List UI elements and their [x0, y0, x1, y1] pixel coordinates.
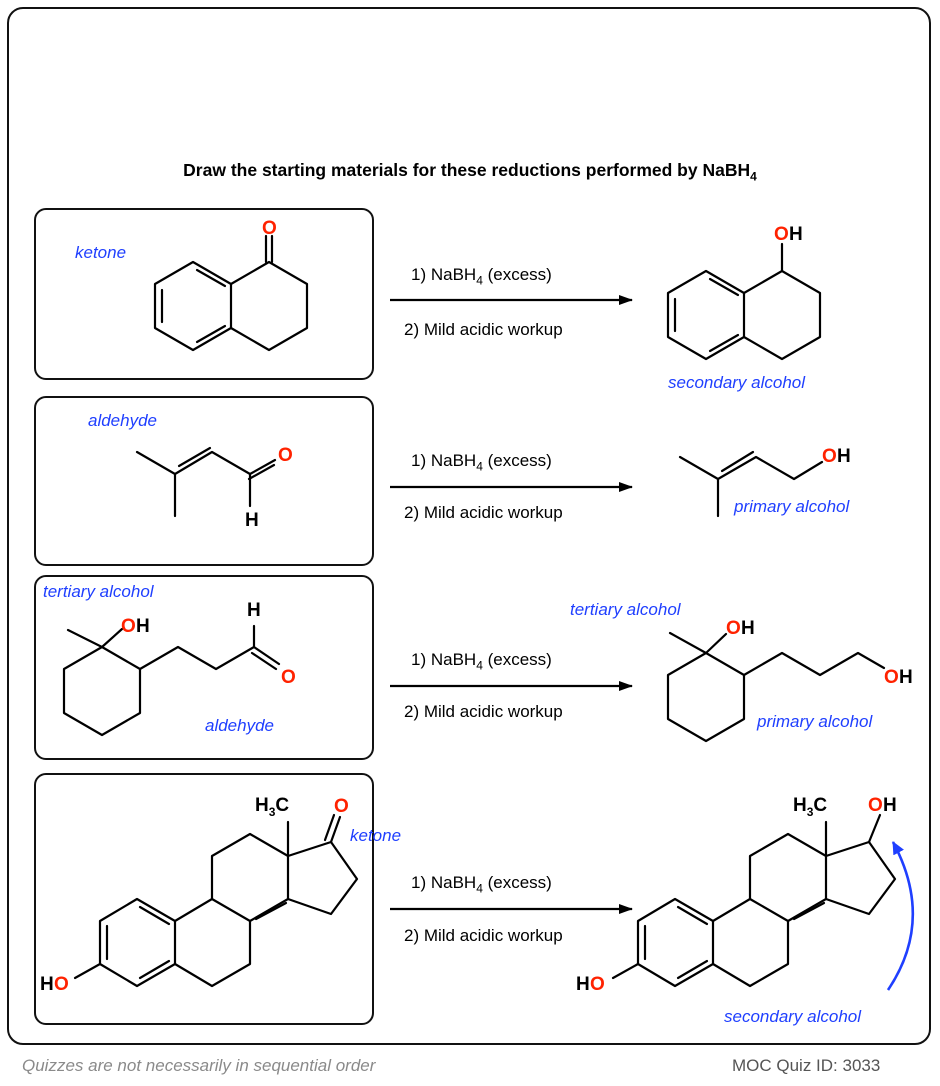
row3-product-structure [666, 631, 886, 743]
answer-box-3[interactable] [34, 575, 374, 760]
row4-reagent-2: 2) Mild acidic workup [404, 926, 563, 945]
row4-product-phenol-oxygen: O [590, 974, 605, 995]
row1-ketone-oxygen: O [262, 218, 277, 239]
page-title: Draw the starting materials for these re… [0, 160, 940, 184]
row3-start-structure [62, 624, 281, 737]
reagent-suffix: (excess) [482, 650, 552, 669]
reagent-subscript: 4 [476, 658, 483, 673]
row2-aldehyde-hydrogen: H [245, 510, 259, 531]
row1-start-label: ketone [75, 243, 127, 262]
reagent-subscript: 4 [476, 273, 483, 288]
reagent-subscript: 4 [476, 881, 483, 896]
row4-product-phenol-hydrogen: H [576, 974, 590, 995]
row2-reagent-1: 1) NaBH4 (excess) [411, 451, 552, 473]
row3-reagent-2: 2) Mild acidic workup [404, 702, 563, 721]
row3-start-label-aldehyde: aldehyde [205, 716, 275, 735]
row2-product-oxygen: O [822, 446, 837, 467]
steroid-ketone-structure [73, 813, 359, 988]
row3-product-label-primary: primary alcohol [757, 712, 873, 731]
row2-aldehyde-oxygen: O [278, 445, 293, 466]
row3-product-alcohol-oxygen: O [726, 618, 741, 639]
row2-product-label: primary alcohol [734, 497, 850, 516]
row2-reagent-2: 2) Mild acidic workup [404, 503, 563, 522]
row3-product-primary-oxygen: O [884, 667, 899, 688]
row3-start-alcohol-oxygen: O [121, 616, 136, 637]
row1-product-label: secondary alcohol [668, 373, 806, 392]
quiz-frame [7, 7, 931, 1045]
row4-start-phenol-hydrogen: H [40, 974, 54, 995]
row4-product-alcohol-hydrogen: H [883, 795, 897, 816]
title-subscript: 4 [750, 169, 757, 184]
answer-box-2[interactable] [34, 396, 374, 566]
answer-box-1[interactable] [34, 208, 374, 380]
reagent-prefix: 1) NaBH [411, 650, 477, 669]
reagent-suffix: (excess) [482, 873, 552, 892]
row3-start-label-alcohol: tertiary alcohol [43, 582, 154, 601]
row3-aldehyde-hydrogen: H [247, 600, 261, 621]
row2-product-hydrogen: H [837, 446, 851, 467]
prenol-structure [678, 450, 824, 518]
answer-box-4[interactable] [34, 773, 374, 1025]
curved-arrow [886, 841, 915, 991]
row4-product-label: secondary alcohol [724, 1007, 862, 1026]
row2-start-label: aldehyde [88, 411, 158, 430]
row4-reagent-1: 1) NaBH4 (excess) [411, 873, 552, 895]
row3-product-label-alcohol: tertiary alcohol [570, 600, 681, 619]
row4-start-phenol-oxygen: O [54, 974, 69, 995]
steroid-alcohol-structure [611, 813, 897, 988]
row1-product-oxygen: O [774, 224, 789, 245]
footer-note: Quizzes are not necessarily in sequentia… [22, 1056, 376, 1075]
row4-start-ketone-oxygen: O [334, 796, 349, 817]
tetralol-structure [666, 242, 822, 361]
reagent-suffix: (excess) [482, 451, 552, 470]
title-text: Draw the starting materials for these re… [183, 160, 751, 180]
row4-product-alcohol-oxygen: O [868, 795, 883, 816]
row3-aldehyde-oxygen: O [281, 667, 296, 688]
reagent-subscript: 4 [476, 459, 483, 474]
reagent-prefix: 1) NaBH [411, 873, 477, 892]
row4-product-methyl: H3C [793, 795, 827, 819]
row1-reagent-2: 2) Mild acidic workup [404, 320, 563, 339]
row4-start-methyl: H3C [255, 795, 289, 819]
row4-start-label: ketone [350, 826, 402, 845]
reagent-prefix: 1) NaBH [411, 451, 477, 470]
reagent-suffix: (excess) [482, 265, 552, 284]
row3-reagent-1: 1) NaBH4 (excess) [411, 650, 552, 672]
quiz-id: MOC Quiz ID: 3033 [732, 1056, 881, 1075]
row1-reagent-1: 1) NaBH4 (excess) [411, 265, 552, 287]
row3-product-alcohol-hydrogen: H [741, 618, 755, 639]
row1-product-hydrogen: H [789, 224, 803, 245]
row3-start-alcohol-hydrogen: H [136, 616, 150, 637]
prenal-structure [135, 446, 277, 518]
reagent-prefix: 1) NaBH [411, 265, 477, 284]
row3-product-primary-hydrogen: H [899, 667, 913, 688]
tetralone-structure [153, 234, 309, 352]
